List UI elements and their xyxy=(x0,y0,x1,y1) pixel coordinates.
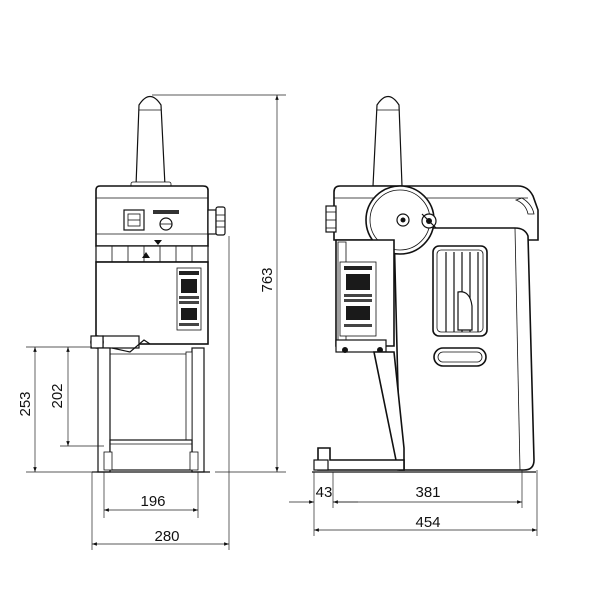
front-lever xyxy=(90,335,151,353)
front-rib-band xyxy=(95,245,209,263)
dim-side-base: 381 xyxy=(415,484,440,501)
dim-side-offset: 43 xyxy=(316,484,333,501)
dim-front-overall-width: 280 xyxy=(154,528,179,545)
hand-wheel-icon xyxy=(365,185,437,255)
side-handle-slot xyxy=(433,347,487,367)
dim-front-height-a: 253 xyxy=(17,391,34,416)
dim-side-overall-depth: 454 xyxy=(415,514,440,531)
triangle-down-icon xyxy=(154,240,162,245)
front-info-label xyxy=(176,267,202,331)
front-view xyxy=(90,95,226,473)
front-head-housing xyxy=(95,185,209,247)
side-base xyxy=(317,447,405,471)
side-vent-grille xyxy=(432,245,488,337)
dim-front-inner-width: 196 xyxy=(140,493,165,510)
dim-front-height-b: 202 xyxy=(49,383,66,408)
brand-plate xyxy=(153,210,179,214)
dial-icon xyxy=(159,217,173,231)
rocker-switch-icon xyxy=(123,209,145,231)
side-front-knob xyxy=(325,205,337,233)
front-side-knob xyxy=(207,206,226,236)
dimension-lines: 763 253 202 196 280 43 381 454 xyxy=(17,94,538,550)
dim-total-height: 763 xyxy=(259,267,276,292)
side-hopper xyxy=(372,95,403,187)
front-hopper xyxy=(135,95,166,187)
front-stand xyxy=(92,347,210,473)
side-info-label xyxy=(339,261,377,337)
side-view xyxy=(312,95,539,473)
